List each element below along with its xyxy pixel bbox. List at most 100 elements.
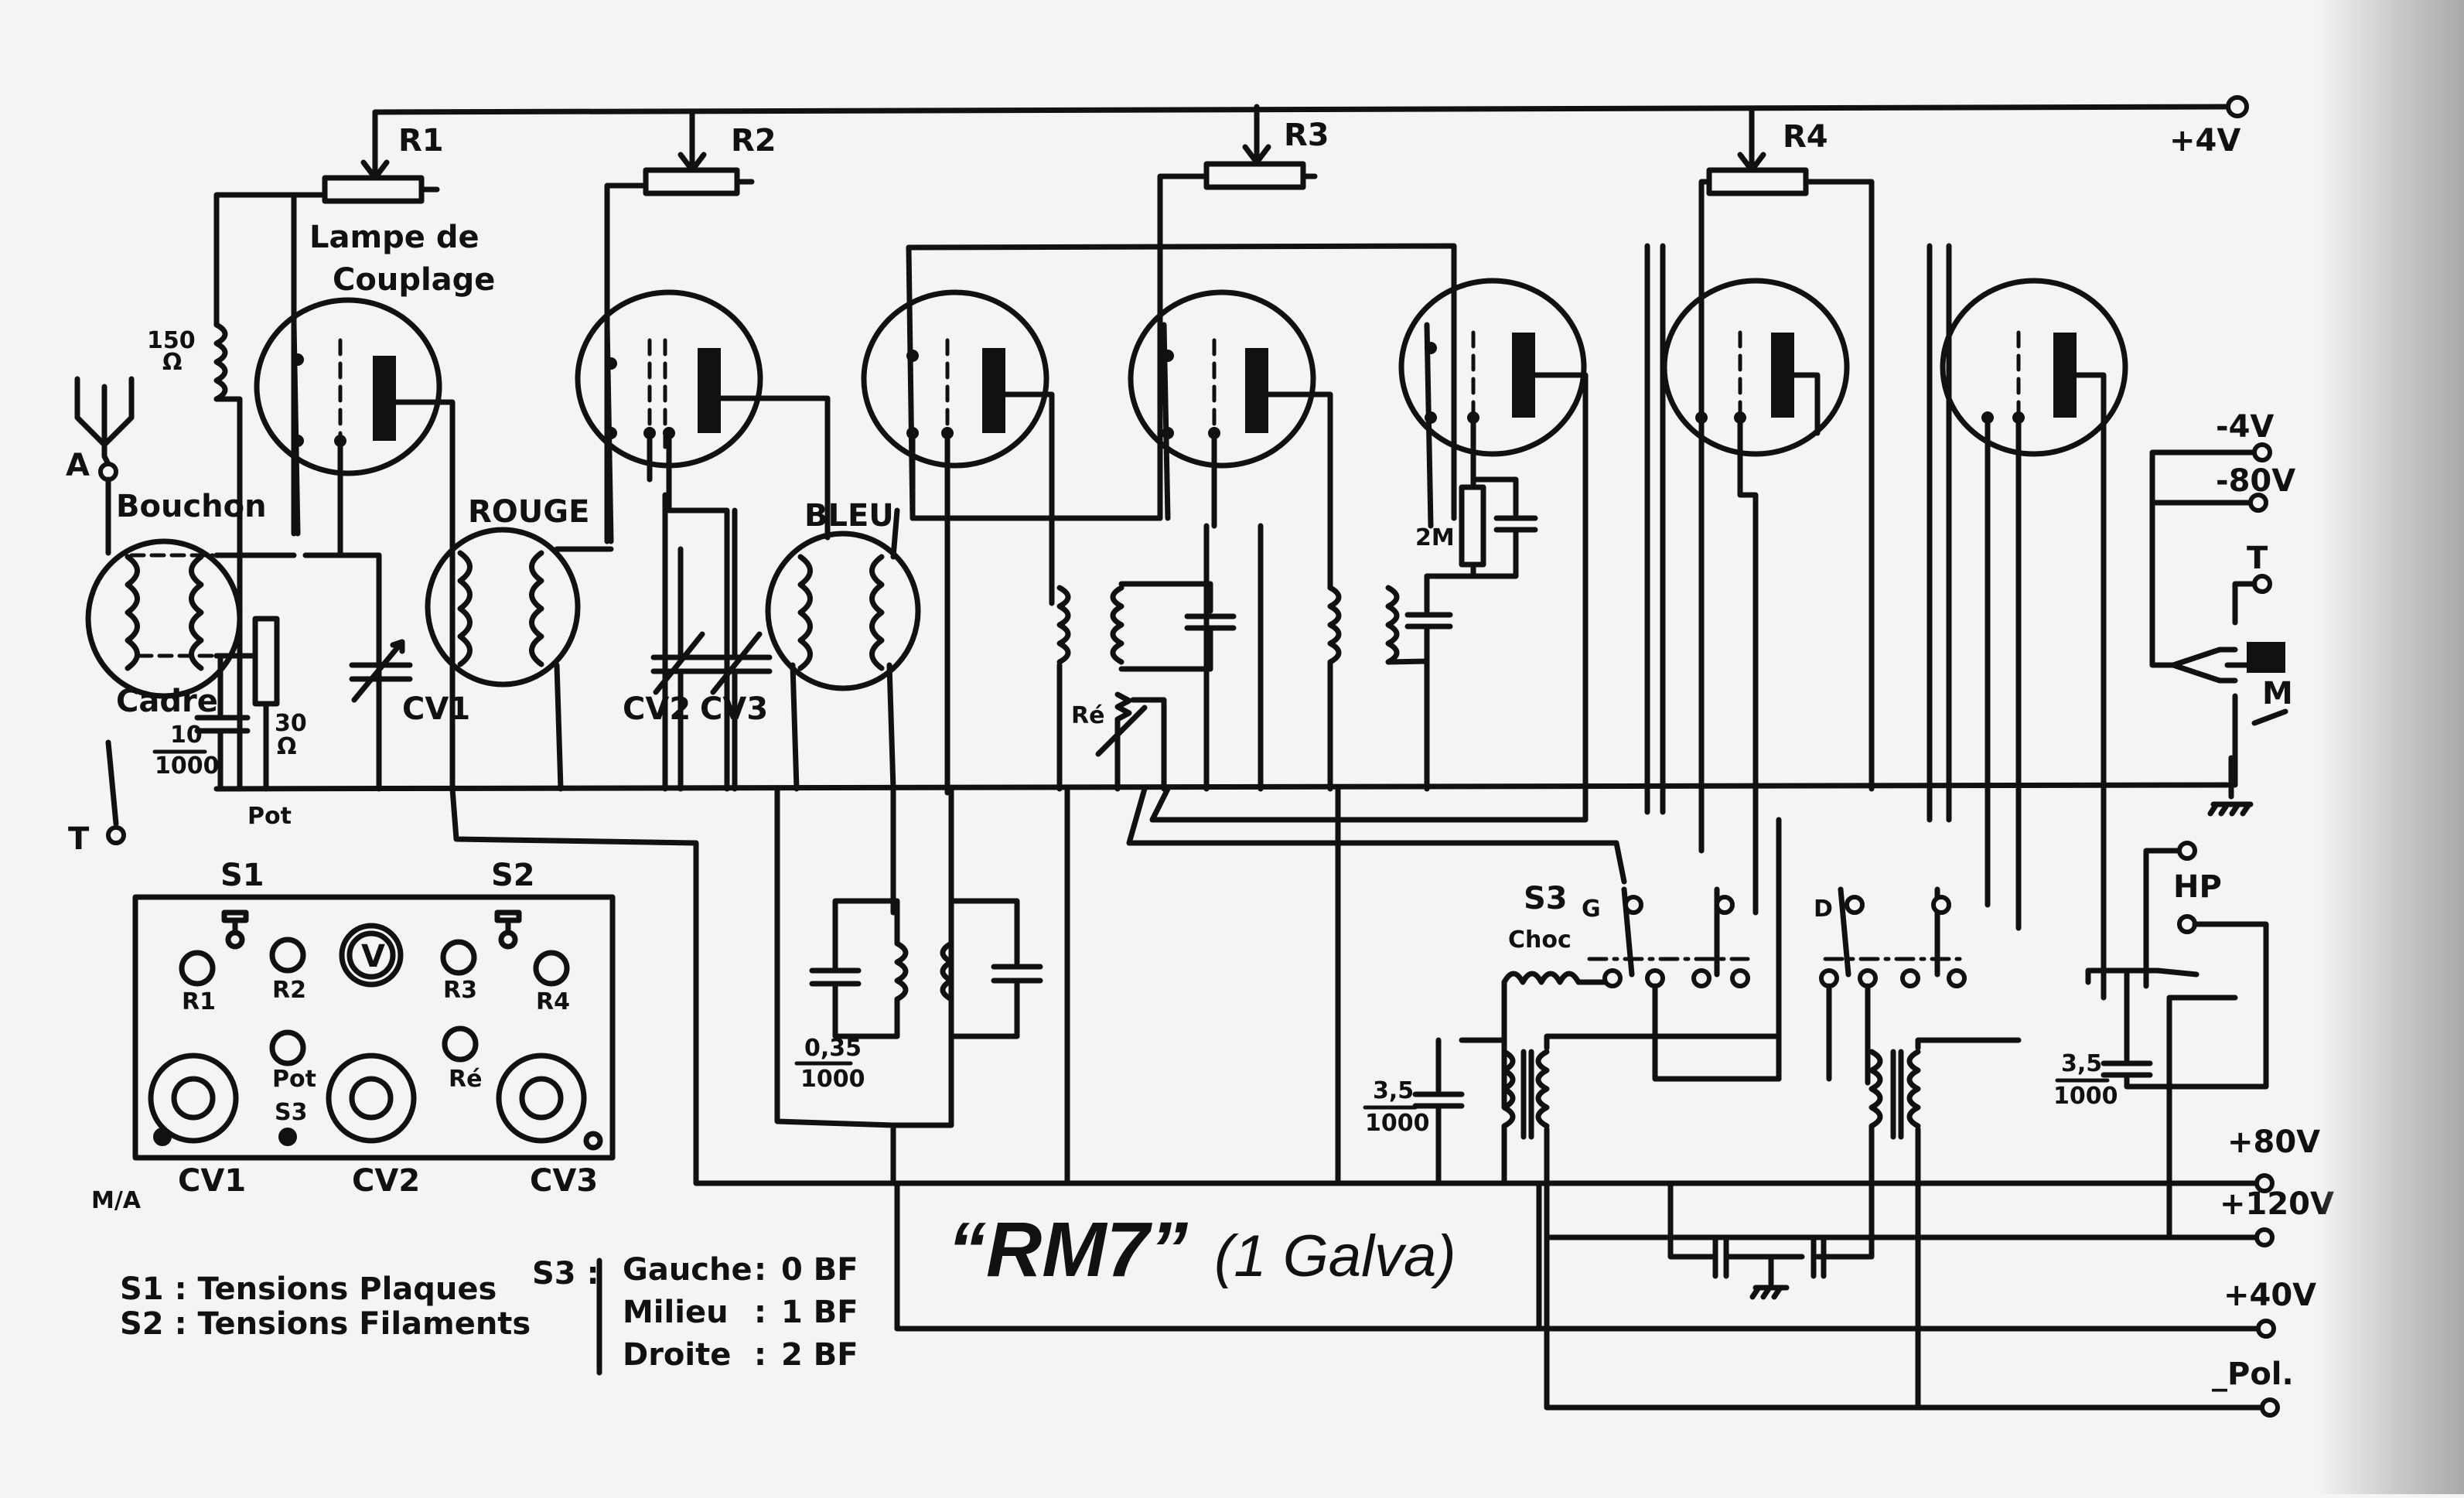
label-choc: Choc [1508,926,1572,954]
panel-meter-v: V [361,939,385,974]
label-plus-120v: +120V [2220,1186,2334,1222]
if-transformer-2: 0,35 1000 [794,898,1043,1124]
label-cap-10-den: 1000 [155,752,220,780]
variable-capacitor-cv1: CV1 [349,552,470,792]
rheostat-r2: R2 [643,109,776,196]
terminal-plus-120v [2254,1227,2275,1247]
panel-cv2: CV2 [352,1163,420,1199]
label-cv2: CV2 [623,691,691,727]
label-pot: Pot [247,803,292,830]
title-rm7: “RM7” [947,1206,1188,1293]
tube-6-output [1644,243,1850,916]
legend-colon-0: : [754,1252,766,1288]
panel-s1: S1 [220,858,264,893]
terminal-minus-4v [2252,442,2272,462]
dial-cv2-inner [349,1076,394,1121]
legend-s3-val-1: 1 BF [781,1295,858,1330]
tube-5-detector [1398,278,1589,792]
switch-ma-dot [153,1128,172,1146]
panel-r2: R2 [272,977,306,1004]
front-panel: S1 S2 R1 R2 V R3 R4 Pot Ré S3 CV1 CV2 [91,858,616,1214]
panel-cv1: CV1 [178,1163,246,1199]
panel-r1: R1 [182,988,216,1015]
terminal-plus-80v [2254,1173,2275,1193]
label-2m: 2M [1415,524,1455,551]
switch-s3: S3 G D [1524,817,1967,1086]
label-minus-80v: -80V [2216,463,2295,499]
switch-s1-icon [221,909,249,950]
speaker-output: HP 3,5 1000 [2053,841,2269,1240]
label-minus-4v: -4V [2216,409,2274,445]
tube-4 [1128,289,1333,792]
panel-cv3: CV3 [530,1163,598,1199]
switch-s3-dot [278,1128,297,1146]
terminal-plus-40v [2256,1319,2276,1339]
variable-capacitor-cv3: CV3 [700,507,773,792]
legend-s3-pos-1: Milieu [623,1295,729,1330]
panel-s3: S3 [275,1099,307,1126]
rheostat-r1: R1 [322,109,444,204]
panel-s2: S2 [491,858,535,893]
label-r4: R4 [1783,119,1828,155]
label-ohm: Ω [162,349,183,376]
rheostat-r3: R3 [1203,104,1329,190]
panel-jack [583,1131,603,1151]
legend-s3-pos-2: Droite [623,1337,731,1373]
label-rouge: ROUGE [468,494,589,530]
dial-cv3-outer [496,1053,587,1144]
capacitor-10-1000: 10 1000 [152,653,251,792]
panel-ma: M/A [91,1187,142,1214]
bleu-coil: BLEU [765,498,921,792]
label-minus-pol: _Pol. [2212,1356,2294,1392]
grid-leak-2m: 2M [1327,476,1538,792]
tube-3 [861,244,1163,796]
supply-terminals-lower: +80V +120V +40V _Pol. [894,1124,2334,1418]
legend-s3-pos-0: Gauche [623,1252,753,1288]
label-cap-035-den: 1000 [800,1066,865,1093]
label-t-right: T [2247,541,2268,576]
audio-transformer-2 [1868,1037,2022,1186]
meter-jack [2247,642,2285,673]
rouge-coil: ROUGE [425,494,614,792]
page-edge-shadow [2317,0,2464,1494]
legend-s3-label: S3 : [532,1256,599,1292]
knob-r1 [179,950,216,987]
label-lampe-de: Lampe de [309,220,479,255]
label-plus-40v: +40V [2223,1278,2316,1313]
label-cap-35b-den: 1000 [2053,1083,2118,1110]
ground-symbol-main [2207,755,2254,817]
label-30: 30 [275,710,307,737]
title-box: “RM7” (1 Galva) [894,1180,1542,1332]
legend-s1: S1 : Tensions Plaques [120,1271,497,1307]
label-plus-80v: +80V [2227,1124,2320,1160]
panel-re: Ré [449,1066,482,1093]
knob-r4 [533,950,570,987]
legend: S1 : Tensions Plaques S2 : Tensions Fila… [120,1252,858,1376]
dial-cv1-outer [148,1053,239,1144]
legend-s2: S2 : Tensions Filaments [120,1306,531,1342]
panel-pot: Pot [272,1066,316,1093]
label-couplage: Couplage [333,262,495,298]
if-transformer-1 [1056,523,1264,792]
terminal-t [106,825,126,845]
label-s3-d: D [1814,896,1833,923]
label-bouchon: Bouchon [116,489,267,524]
legend-s3-val-0: 0 BF [781,1252,858,1288]
potentiometer-30-ohm: 30 Ω Pot [217,616,307,830]
dial-cv1-inner [171,1076,216,1121]
label-re: Ré [1071,702,1104,729]
terminal-minus-pol [2260,1397,2280,1418]
label-cap-35b-num: 3,5 [2061,1050,2102,1077]
knob-re [442,1025,479,1063]
dial-cv2-outer [326,1053,417,1144]
label-antenna-a: A [66,448,90,483]
ground-rail [213,782,2230,792]
terminal-plus-4v [2226,95,2249,118]
label-antenna-t: T [68,821,90,857]
audio-transformer-1: 3,5 1000 [1363,1033,1782,1318]
label-bleu: BLEU [804,498,894,534]
title-subtitle: (1 Galva) [1214,1223,1456,1289]
legend-s3-val-2: 2 BF [781,1337,858,1373]
